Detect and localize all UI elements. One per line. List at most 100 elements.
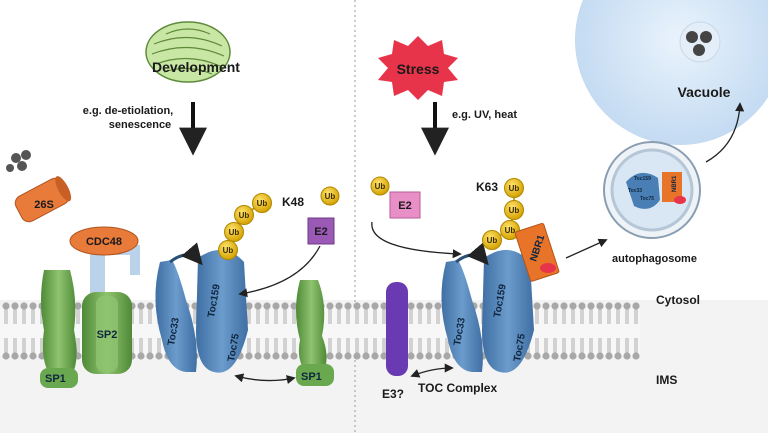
ubiquitin — [500, 220, 520, 240]
lipid-head — [254, 302, 262, 310]
lipid-head — [137, 302, 145, 310]
to-vacuole-arrow — [705, 102, 745, 163]
development-label: Development — [152, 59, 240, 75]
lipid-head — [578, 302, 586, 310]
lipid-head — [245, 352, 253, 360]
lipid-head — [560, 352, 568, 360]
e2-right-label: E2 — [398, 200, 411, 212]
lipid-head — [362, 352, 370, 360]
lipid-head — [434, 352, 442, 360]
ubiquitin-label: Ub — [509, 206, 520, 215]
lipid-head — [20, 352, 28, 360]
sp1-right: SP1 — [296, 280, 334, 386]
ubiquitin — [252, 193, 272, 213]
lipid-head — [344, 352, 352, 360]
lipid-head — [362, 302, 370, 310]
toc-complex-right: Toc33 Toc159 Toc75 — [441, 242, 534, 373]
toc-complex-left: Toc33 Toc159 Toc75 — [155, 242, 248, 373]
lipid-head — [407, 302, 415, 310]
lipid-head — [326, 302, 334, 310]
lipid-head — [137, 352, 145, 360]
lipid-head — [146, 302, 154, 310]
lipid-head — [632, 302, 640, 310]
lipid-head — [416, 352, 424, 360]
sp2-label: SP2 — [97, 329, 118, 341]
ubiquitin — [482, 230, 502, 250]
k63-label: K63 — [476, 180, 498, 194]
ubiquitin-label: Ub — [509, 184, 520, 193]
lipid-head — [533, 302, 541, 310]
ubiquitin — [504, 200, 524, 220]
cytosol-label: Cytosol — [656, 293, 700, 307]
lipid-head — [11, 302, 19, 310]
degraded-peptides-icon — [6, 150, 31, 172]
sp1-left: SP1 — [40, 270, 78, 388]
lipid-head — [524, 352, 532, 360]
auto-nbr1-label: NBR1 — [672, 175, 678, 192]
ubiquitin — [234, 205, 254, 225]
lipid-head — [542, 352, 550, 360]
lipid-head — [2, 302, 10, 310]
proteasome-26s: 26S — [6, 150, 72, 223]
ubiquitin-label: Ub — [505, 226, 516, 235]
lipid-head — [326, 352, 334, 360]
toc33-left-label: Toc33 — [166, 316, 182, 346]
lipid-head — [605, 302, 613, 310]
nbr1: NBR1 — [514, 222, 560, 282]
vacuole-label: Vacuole — [678, 84, 731, 100]
lipid-head — [263, 352, 271, 360]
ubiquitin — [504, 178, 524, 198]
ubiquitin — [218, 240, 238, 260]
lipid-head — [29, 352, 37, 360]
e2-left-transfer-arrow — [238, 245, 321, 298]
lipid-head — [335, 352, 343, 360]
lipid-head — [632, 352, 640, 360]
vacuole: Vacuole — [575, 0, 768, 145]
lipid-head — [155, 352, 163, 360]
lipid-head — [254, 352, 262, 360]
lipid-head — [281, 352, 289, 360]
sp1-toc-interaction-arrow — [234, 373, 296, 384]
lipid-head — [416, 302, 424, 310]
lipid-head — [560, 302, 568, 310]
sp1-right-label: SP1 — [301, 371, 322, 383]
lipid-head — [371, 302, 379, 310]
lipid-head — [596, 302, 604, 310]
ubiquitin-label: Ub — [229, 228, 240, 237]
lipid-head — [11, 352, 19, 360]
toc-complex-label: TOC Complex — [418, 381, 497, 395]
lipid-head — [335, 302, 343, 310]
toc75-right-label: Toc75 — [512, 332, 528, 362]
auto-toc159-label: Toc159 — [634, 176, 651, 182]
ubiquitin-label: Ub — [239, 211, 250, 220]
lipid-head — [29, 302, 37, 310]
lipid-head — [587, 352, 595, 360]
toc75-left-label: Toc75 — [226, 332, 242, 362]
stress-label: Stress — [397, 61, 440, 77]
e2-right: Ub E2 — [370, 176, 421, 219]
lipid-head — [443, 352, 451, 360]
lipid-head — [371, 352, 379, 360]
toc33-right-label: Toc33 — [452, 316, 468, 346]
lipid-head — [290, 352, 298, 360]
chloroplast-icon — [145, 21, 231, 83]
stress-burst-icon — [378, 36, 458, 100]
lipid-head — [569, 302, 577, 310]
lipid-head — [263, 302, 271, 310]
lipid-head — [614, 352, 622, 360]
auto-toc33-label: Toc33 — [628, 188, 642, 194]
proteasome-label: 26S — [34, 199, 54, 211]
cdc48: CDC48 — [69, 226, 140, 300]
lipid-head — [74, 302, 82, 310]
development-examples-line1: e.g. de-etiolation, — [83, 105, 173, 117]
lipid-head — [614, 302, 622, 310]
stress-examples: e.g. UV, heat — [452, 109, 517, 121]
lipid-head — [596, 352, 604, 360]
k48-label: K48 — [282, 195, 304, 209]
lipid-head — [407, 352, 415, 360]
lipid-head — [425, 302, 433, 310]
autophagosome-label: autophagosome — [612, 253, 697, 265]
